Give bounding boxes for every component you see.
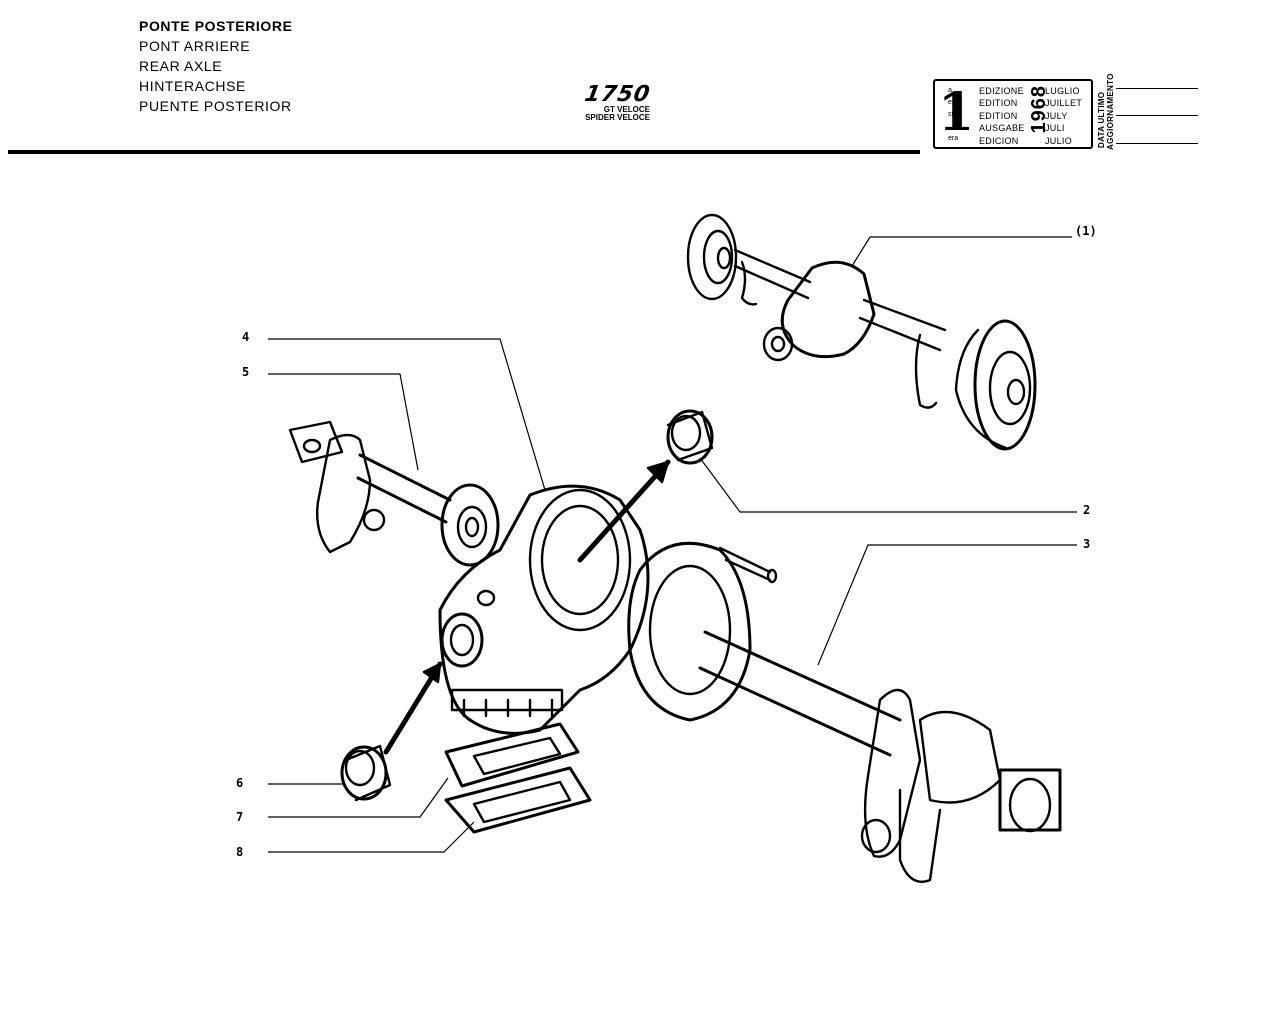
callout-label-2: 2 [1083,503,1091,517]
leader-line-7 [268,777,449,818]
edition-suffix: ere [948,99,959,106]
edition-word: EDICION [979,135,1019,146]
edition-suffix: . [948,123,950,130]
bearing-ring-part6 [340,744,392,802]
assembly-arrow-upper-head [646,460,670,484]
gasket-part7 [444,722,580,788]
callout-label-8: 8 [236,845,244,859]
leader-line-5 [268,373,419,471]
left-axle-tube-part5 [288,420,500,567]
edition-box: 1 a ere st . era EDIZIONE EDITION EDITIO… [933,79,1093,149]
model-variant-gt: GT VELOCE [603,105,650,114]
callout-label-7: 7 [236,810,244,824]
model-variant-spider: SPIDER VELOCE [585,113,650,122]
edition-month: JULI [1045,123,1065,134]
edition-month: JUILLET [1045,98,1083,109]
edition-month: JULY [1045,110,1068,121]
catalog-titles: PONTE POSTERIORE PONT ARRIERE REAR AXLE … [139,16,293,116]
callout-label-1: (1) [1075,224,1097,238]
callout-label-3: 3 [1083,537,1091,551]
title-german: HINTERACHSE [139,78,246,94]
bearing-ring-part2 [666,409,714,465]
assembly-arrow-lower-head [422,662,442,684]
edition-month: LUGLIO [1045,86,1080,96]
title-italian: PONTE POSTERIORE [139,18,293,34]
leader-line-8 [268,821,475,853]
edition-word: AUSGABE [979,123,1025,134]
edition-months: LUGLIO JUILLET JULY JULI JULIO [1045,85,1082,147]
title-english: REAR AXLE [139,58,223,74]
title-spanish: PUENTE POSTERIOR [139,98,292,114]
callout-label-5: 5 [242,365,250,379]
edition-words: EDIZIONE EDITION EDITION AUSGABE EDICION [979,85,1025,147]
update-line [1116,143,1198,144]
callout-label-4: 4 [242,330,250,344]
edition-word: EDIZIONE [979,86,1024,96]
leader-line-2 [699,457,1077,513]
edition-suffix: st [948,111,954,118]
edition-suffix: a [948,87,952,94]
edition-month: JULIO [1045,135,1073,146]
differential-carrier-part4 [438,484,650,735]
cover-plate-part8 [444,766,592,834]
edition-number: 1 [938,82,975,143]
update-line [1116,88,1198,89]
header-rule [8,150,920,154]
edition-word: EDITION [979,110,1018,121]
assembly-arrow-upper [577,459,671,563]
edition-word: EDITION [979,98,1018,109]
callout-label-6: 6 [236,776,244,790]
update-line [1116,115,1198,116]
assembly-arrow-lower [383,661,443,755]
leader-line-4 [268,338,546,491]
title-french: PONT ARRIERE [139,38,251,54]
leader-line-1 [851,236,1072,267]
leader-line-3 [817,544,1077,666]
model-block: 1750 GT VELOCE SPIDER VELOCE [560,82,653,122]
edition-suffix: era [948,135,959,142]
right-axle-housing-part3 [627,541,1062,883]
